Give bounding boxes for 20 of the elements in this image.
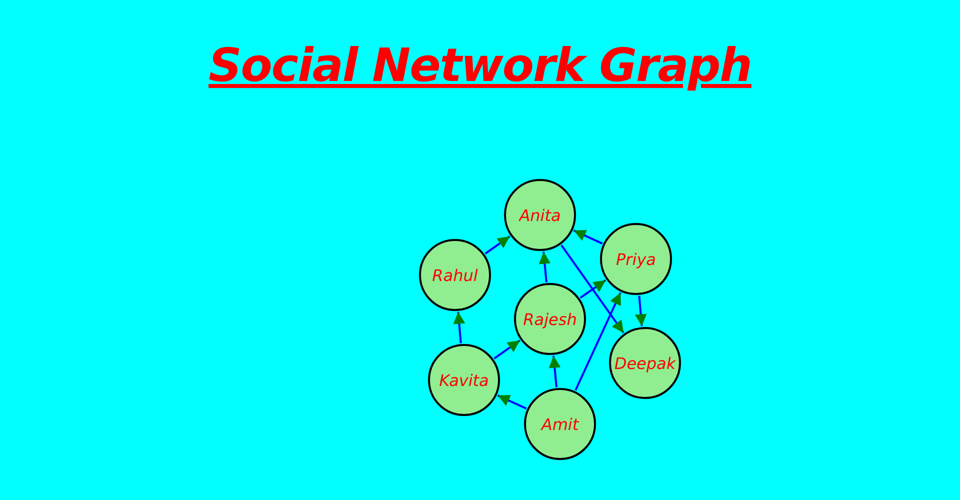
arrow [560,244,624,334]
arrow [538,252,551,282]
arrow [548,356,561,388]
node-label: Rahul [432,266,478,284]
arrow [497,394,527,410]
person-node [504,179,576,251]
arrow [494,340,520,360]
arrow [634,296,647,326]
node-label: Rajesh [523,310,577,328]
arrow [484,236,510,254]
arrow [453,312,466,344]
arrow [580,279,606,299]
node-label: Deepak [614,354,676,372]
node-label: Kavita [439,370,489,390]
node-label: Anita [519,206,561,224]
title: Social Network Graph [208,38,752,92]
arrow [574,292,622,391]
node-label: Amit [541,414,579,434]
arrow [573,230,603,244]
node-label: Priya [616,250,656,268]
